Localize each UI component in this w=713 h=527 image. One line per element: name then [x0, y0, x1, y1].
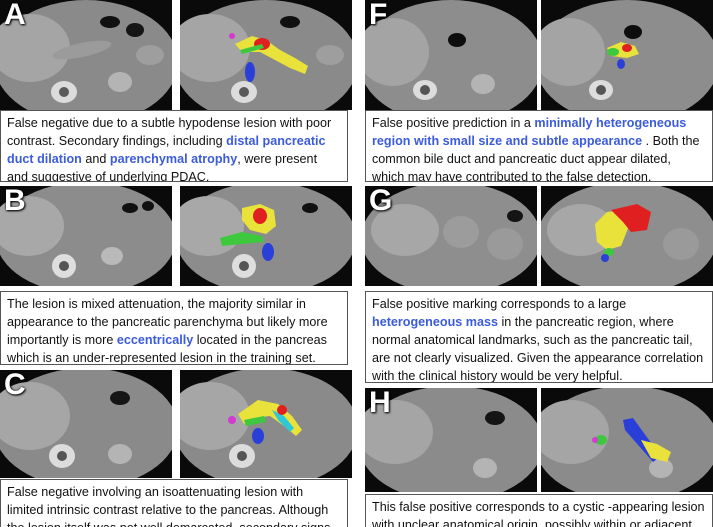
panel-letter-b: B	[4, 186, 26, 217]
ct-image-f-overlay	[541, 0, 713, 110]
panel-letter-f: F	[369, 0, 388, 31]
ct-image-c-overlay	[180, 370, 352, 478]
caption-f-highlight-1: minimally heterogeneous region with smal…	[372, 116, 687, 148]
panel-letter-h: H	[369, 388, 391, 419]
ct-image-h-overlay	[541, 388, 713, 492]
panel-letter-c: C	[4, 370, 26, 401]
ct-image-c-original: C	[0, 370, 172, 478]
panel-letter-a: A	[4, 0, 26, 31]
caption-f: False positive prediction in a minimally…	[365, 110, 713, 182]
caption-f-text-1: False positive prediction in a	[372, 116, 535, 130]
caption-g: False positive marking corresponds to a …	[365, 291, 713, 383]
ct-scan-h-original	[365, 388, 537, 492]
ct-scan-f-overlay	[541, 0, 713, 110]
ct-scan-g-overlay	[541, 186, 713, 286]
caption-a-highlight-1: distal pancreatic duct dilation	[7, 134, 326, 166]
caption-a: False negative due to a subtle hypodense…	[0, 110, 348, 182]
ct-image-f-original: F	[365, 0, 537, 110]
caption-g-text-2: in the pancreatic region, where normal a…	[372, 315, 704, 383]
caption-f-text-2: . Both the common bile duct and pancreat…	[372, 134, 700, 182]
caption-c: False negative involving an isoattenuati…	[0, 479, 348, 527]
ct-image-b-overlay	[180, 186, 352, 286]
ct-scan-c-original	[0, 370, 172, 478]
caption-h: This false positive corresponds to a cys…	[365, 494, 713, 527]
ct-scan-c-overlay	[180, 370, 352, 478]
ct-scan-g-original	[365, 186, 537, 286]
caption-a-text-2: and	[81, 152, 110, 166]
ct-image-a-overlay	[180, 0, 352, 110]
caption-g-highlight-1: heterogeneous mass	[372, 315, 498, 329]
ct-scan-h-overlay	[541, 388, 713, 492]
ct-image-g-overlay	[541, 186, 713, 286]
ct-scan-a-original	[0, 0, 172, 110]
caption-a-text-3: , were present and suggestive of underly…	[7, 152, 318, 182]
caption-b-text-1: The lesion is mixed attenuation, the maj…	[7, 297, 328, 347]
caption-h-text-1: This false positive corresponds to a cys…	[372, 500, 705, 527]
caption-a-highlight-2: parenchymal atrophy	[109, 152, 238, 166]
caption-b-highlight-1: eccentrically	[116, 333, 194, 347]
ct-scan-b-original	[0, 186, 172, 286]
ct-image-g-original: G	[365, 186, 537, 286]
ct-image-a-original: A	[0, 0, 172, 110]
caption-b-text-2: located in the pancreas which is an unde…	[7, 333, 327, 365]
ct-scan-a-overlay	[180, 0, 352, 110]
caption-g-text-1: False positive marking corresponds to a …	[372, 297, 627, 311]
caption-a-text-1: False negative due to a subtle hypodense…	[7, 116, 332, 148]
ct-scan-f-original	[365, 0, 537, 110]
ct-scan-b-overlay	[180, 186, 352, 286]
ct-image-h-original: H	[365, 388, 537, 492]
caption-c-text-1: False negative involving an isoattenuati…	[7, 485, 330, 527]
caption-b: The lesion is mixed attenuation, the maj…	[0, 291, 348, 365]
ct-image-b-original: B	[0, 186, 172, 286]
panel-letter-g: G	[369, 186, 393, 217]
